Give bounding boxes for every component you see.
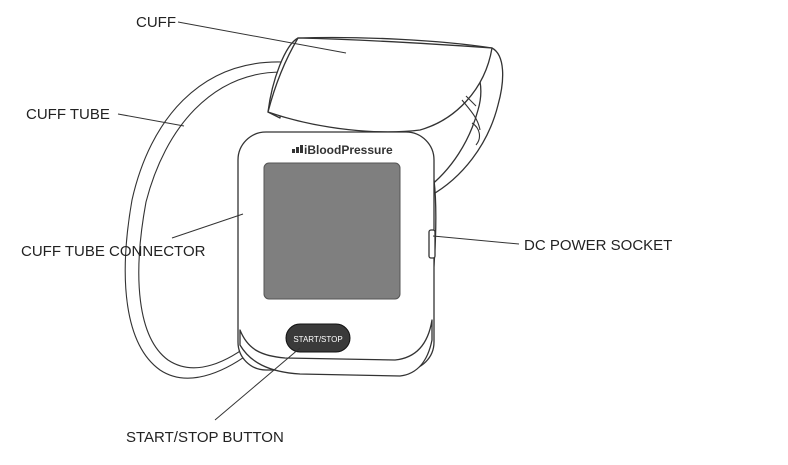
cuff-tube: [124, 61, 283, 379]
cuff-leader: [177, 21, 347, 54]
cuff-tube-connector-leader: [171, 213, 244, 239]
cuff: [267, 36, 504, 197]
start-stop-button-text: START/STOP: [293, 335, 342, 344]
dc-power-socket: [428, 229, 436, 259]
brand-logo: iBloodPressure: [292, 143, 393, 157]
brand-text: iBloodPressure: [304, 143, 393, 157]
cuff-tube-leader: [117, 113, 185, 127]
leader-lines: [117, 21, 520, 421]
cuff-tube-label: CUFF TUBE: [26, 106, 110, 123]
dc-power-socket-label: DC POWER SOCKET: [524, 237, 672, 254]
start-stop-button-label: START/STOP BUTTON: [126, 429, 284, 446]
dc-power-socket-leader: [432, 235, 520, 245]
start-stop-button-leader: [214, 347, 301, 421]
start-stop-button[interactable]: START/STOP: [285, 323, 351, 353]
display-screen: [263, 162, 401, 300]
cuff-tube-connector-label: CUFF TUBE CONNECTOR: [21, 243, 206, 260]
cuff-label: CUFF: [136, 14, 176, 31]
